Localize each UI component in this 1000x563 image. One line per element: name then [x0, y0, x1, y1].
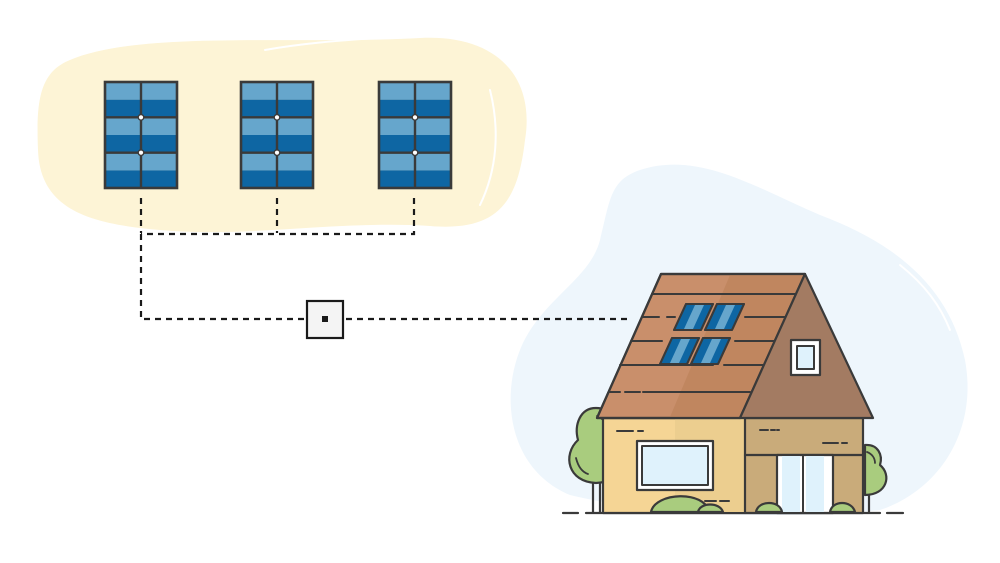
wiring — [139, 198, 632, 321]
solar-panel-icon — [103, 80, 179, 190]
roof-panel-icon — [659, 337, 700, 365]
gable-window — [789, 338, 822, 377]
panel-blob-highlight — [479, 89, 497, 206]
glass-door — [775, 453, 835, 515]
roof-front-shade — [670, 275, 804, 417]
house-icon — [561, 272, 905, 515]
solar-panel-array — [103, 80, 453, 190]
roof-panel-icon — [673, 303, 714, 331]
roof-panel-icon — [704, 303, 745, 331]
tree-icon — [863, 443, 888, 514]
front-window — [635, 439, 715, 492]
panel-3-wire — [141, 198, 416, 236]
house-blob-highlight — [899, 264, 951, 331]
roof-panel-icon — [690, 337, 731, 365]
main-wire-to-inverter — [139, 234, 305, 321]
panel-blob-highlight — [264, 36, 391, 51]
solar-panel-icon — [239, 80, 315, 190]
inverter-icon — [305, 299, 345, 340]
roof-solar-panels — [659, 303, 745, 365]
bush-icon — [649, 495, 857, 514]
solar-panel-icon — [377, 80, 453, 190]
